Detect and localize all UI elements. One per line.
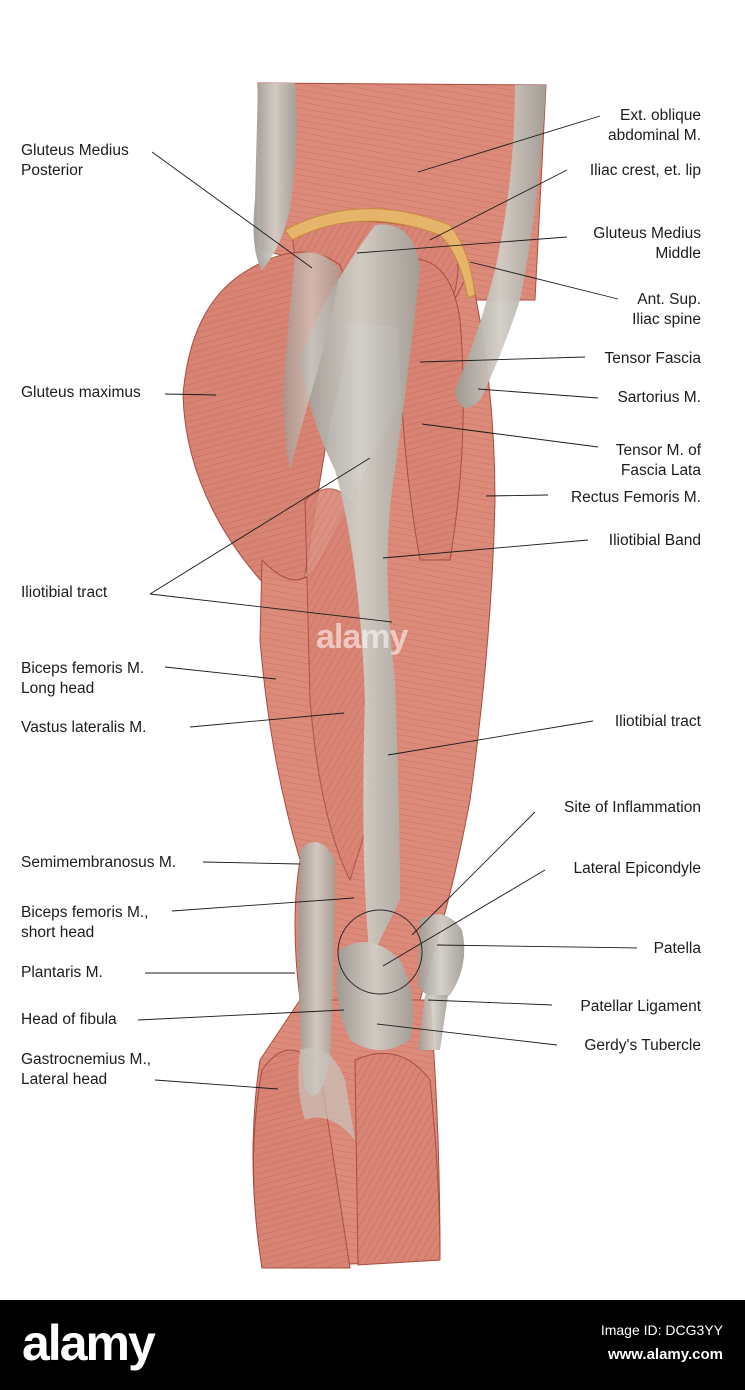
label-line: Fascia Lata <box>620 462 701 479</box>
label-patellar-ligament: Patellar Ligament <box>580 997 701 1017</box>
image-id-text: Image ID: DCG3YY <box>600 1322 723 1338</box>
label-line: Lateral head <box>21 1071 108 1088</box>
label-ext-oblique: Ext. oblique abdominal M. <box>608 106 701 146</box>
label-line: Head of fibula <box>21 1011 117 1028</box>
label-line: Long head <box>21 680 95 697</box>
label-iliotibial-tract-left: Iliotibial tract <box>21 583 107 603</box>
label-line: Semimembranosus M. <box>21 854 177 871</box>
label-line: Iliotibial tract <box>614 713 701 730</box>
label-line: Gerdy's Tubercle <box>584 1037 701 1054</box>
label-line: Biceps femoris M., <box>21 904 149 921</box>
label-line: Gastrocnemius M., <box>21 1051 152 1068</box>
label-line: Middle <box>655 245 701 262</box>
label-line: Site of Inflammation <box>564 799 701 816</box>
label-gerdys-tubercle: Gerdy's Tubercle <box>584 1036 701 1056</box>
label-line: Lateral Epicondyle <box>573 860 701 877</box>
watermark-footer: alamy Image ID: DCG3YY www.alamy.com <box>0 1300 745 1390</box>
label-line: Rectus Femoris M. <box>570 489 701 506</box>
label-line: Gluteus Medius <box>21 142 129 159</box>
label-line: Vastus lateralis M. <box>21 719 147 736</box>
label-iliotibial-band: Iliotibial Band <box>609 531 701 551</box>
label-line: Iliac crest, et. lip <box>589 162 701 179</box>
label-line: abdominal M. <box>607 127 701 144</box>
label-line: Patella <box>653 940 701 957</box>
label-line: Plantaris M. <box>21 964 103 981</box>
label-rectus-femoris: Rectus Femoris M. <box>571 488 701 508</box>
label-head-of-fibula: Head of fibula <box>21 1010 117 1030</box>
label-iliotibial-tract-right: Iliotibial tract <box>615 712 701 732</box>
label-iliac-crest: Iliac crest, et. lip <box>590 161 701 181</box>
label-lateral-epicondyle: Lateral Epicondyle <box>573 859 701 879</box>
label-gluteus-maximus: Gluteus maximus <box>21 383 141 403</box>
label-gluteus-medius-middle: Gluteus Medius Middle <box>593 224 701 264</box>
label-line: Iliotibial tract <box>21 584 108 601</box>
label-sartorius: Sartorius M. <box>617 388 701 408</box>
label-line: Tensor Fascia <box>604 350 701 367</box>
center-watermark: alamy <box>316 618 408 656</box>
label-plantaris: Plantaris M. <box>21 963 103 983</box>
leader-lines <box>137 115 638 1090</box>
site-url-text: www.alamy.com <box>607 1346 723 1363</box>
label-tensor-fascia: Tensor Fascia <box>605 349 701 369</box>
label-line: Gluteus Medius <box>593 225 701 242</box>
label-line: Posterior <box>21 162 84 179</box>
label-line: Gluteus maximus <box>21 384 141 401</box>
label-line: Biceps femoris M. <box>21 660 145 677</box>
label-line: Iliac spine <box>632 311 701 328</box>
label-ant-sup-iliac-spine: Ant. Sup. Iliac spine <box>632 290 701 330</box>
label-biceps-femoris-short-head: Biceps femoris M., short head <box>21 903 148 943</box>
label-line: Tensor M. of <box>615 442 701 459</box>
label-line: Ant. Sup. <box>637 291 701 308</box>
inflammation-circle <box>337 909 423 995</box>
label-line: Patellar Ligament <box>580 998 701 1015</box>
alamy-logo: alamy <box>22 1315 156 1371</box>
label-semimembranosus: Semimembranosus M. <box>21 853 176 873</box>
label-site-of-inflammation: Site of Inflammation <box>564 798 701 818</box>
label-gastrocnemius-lateral-head: Gastrocnemius M., Lateral head <box>21 1050 151 1090</box>
label-line: short head <box>21 924 95 941</box>
label-patella: Patella <box>654 939 701 959</box>
tendons <box>253 83 546 1140</box>
label-line: Ext. oblique <box>620 107 701 124</box>
label-line: Sartorius M. <box>617 389 701 406</box>
thigh-anatomy-illustration <box>137 82 638 1269</box>
label-gluteus-medius-posterior: Gluteus Medius Posterior <box>21 141 129 181</box>
label-biceps-femoris-long-head: Biceps femoris M. Long head <box>21 659 144 699</box>
label-vastus-lateralis: Vastus lateralis M. <box>21 718 146 738</box>
label-tensor-fascia-lata: Tensor M. of Fascia Lata <box>616 441 701 481</box>
label-line: Iliotibial Band <box>608 532 701 549</box>
